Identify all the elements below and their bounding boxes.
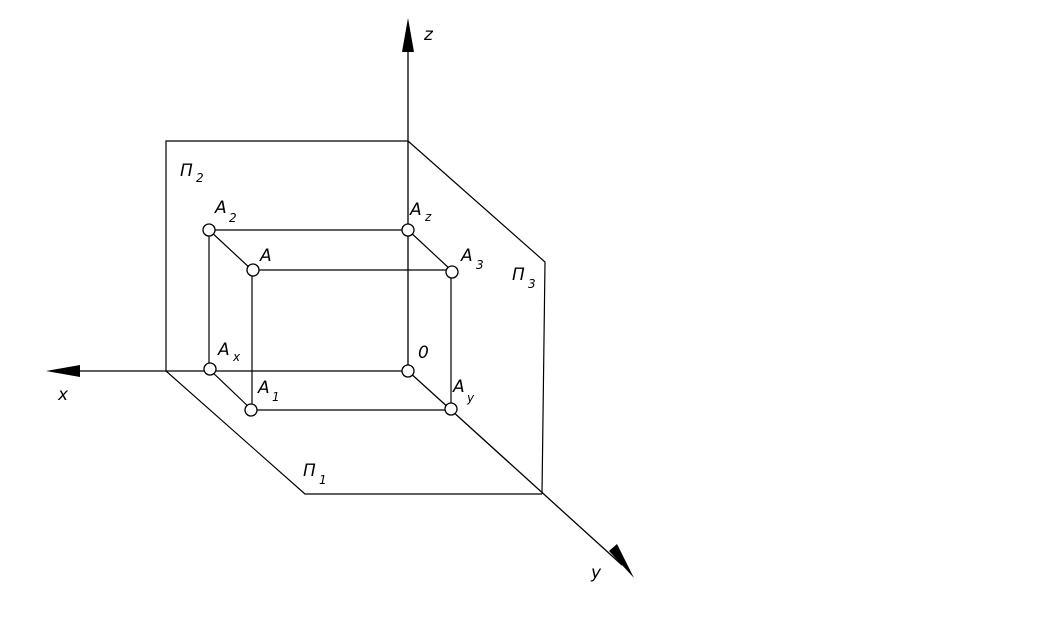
label-ax: A x [217, 340, 241, 364]
label-ay-base: A [452, 377, 465, 397]
plane-outlines [165, 140, 546, 495]
label-a3-base: A [460, 246, 473, 266]
label-a2-sub: 2 [229, 211, 237, 225]
x-axis-label: x [57, 385, 69, 405]
y-axis-line [407, 370, 623, 566]
plane-p1-sub: 1 [319, 473, 327, 487]
label-ay: A y [452, 377, 475, 405]
y-axis-label: y [590, 563, 602, 583]
label-ax-base: A [217, 340, 230, 360]
plane-p2-outline [165, 140, 408, 371]
label-a2: A 2 [214, 198, 237, 225]
line-a2-a [208, 229, 253, 271]
point-a3 [445, 265, 459, 279]
z-axis-label: z [423, 25, 434, 45]
plane-p1-base: П [303, 461, 316, 481]
plane-p2-sub: 2 [196, 171, 204, 185]
label-a3: A 3 [460, 246, 484, 272]
points [202, 223, 459, 417]
point-ay [444, 402, 458, 416]
label-a1: A 1 [257, 378, 280, 404]
plane-p2-label: П 2 [180, 161, 204, 185]
label-o: 0 [418, 343, 429, 363]
label-o-base: 0 [418, 343, 429, 363]
plane-p1-outline [165, 370, 542, 495]
plane-p3-label: П 3 [512, 265, 536, 291]
point-az [401, 223, 415, 237]
line-ax-a1 [208, 368, 253, 411]
plane-p3-base: П [512, 265, 525, 285]
point-ax [203, 362, 217, 376]
point-a [246, 263, 260, 277]
point-a1 [244, 403, 258, 417]
label-a1-base: A [257, 378, 270, 398]
line-az-a3 [407, 229, 452, 271]
z-axis-arrow [402, 18, 414, 52]
label-a: A [259, 246, 272, 266]
label-a2-base: A [214, 198, 227, 218]
label-az-sub: z [424, 210, 432, 224]
plane-p3-outline [407, 140, 546, 495]
label-a-base: A [259, 246, 272, 266]
label-ay-sub: y [466, 391, 475, 405]
plane-p3-sub: 3 [528, 277, 536, 291]
label-ax-sub: x [232, 350, 241, 364]
plane-p1-label: П 1 [303, 461, 327, 487]
label-a3-sub: 3 [476, 258, 484, 272]
axes [46, 18, 634, 578]
label-az: A z [409, 200, 432, 224]
label-az-base: A [409, 200, 422, 220]
projection-lines [208, 229, 452, 411]
y-axis-arrow [609, 544, 634, 578]
point-a2 [202, 223, 216, 237]
x-axis-arrow [46, 365, 80, 377]
label-a1-sub: 1 [272, 390, 280, 404]
plane-p2-base: П [180, 161, 193, 181]
point-o [401, 364, 415, 378]
